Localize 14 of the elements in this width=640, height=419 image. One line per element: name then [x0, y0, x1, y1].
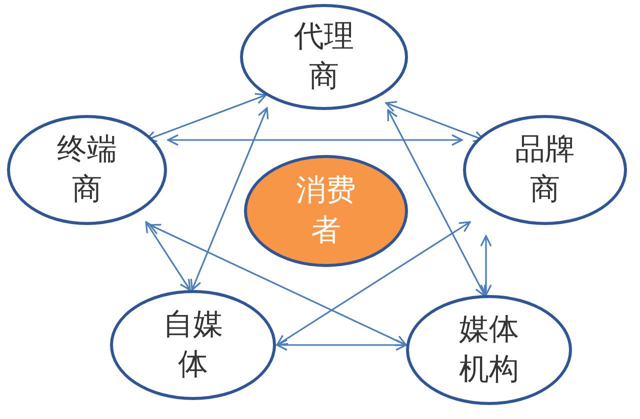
ellipse-node: 自媒体	[110, 290, 276, 400]
double-arrow	[276, 221, 471, 346]
center-ellipse: 消费者	[244, 155, 408, 267]
double-arrow	[149, 224, 407, 346]
double-arrow	[190, 107, 269, 291]
double-arrow	[167, 134, 463, 146]
ellipse-node: 终端商	[7, 115, 167, 225]
double-arrow	[276, 339, 407, 351]
ellipse-node: 品牌商	[463, 115, 627, 225]
double-arrow	[145, 221, 191, 291]
ellipse-node: 媒体机构	[406, 295, 572, 405]
double-arrow	[480, 235, 492, 296]
ellipse-node: 代理商	[240, 4, 408, 110]
double-arrow	[387, 109, 486, 297]
